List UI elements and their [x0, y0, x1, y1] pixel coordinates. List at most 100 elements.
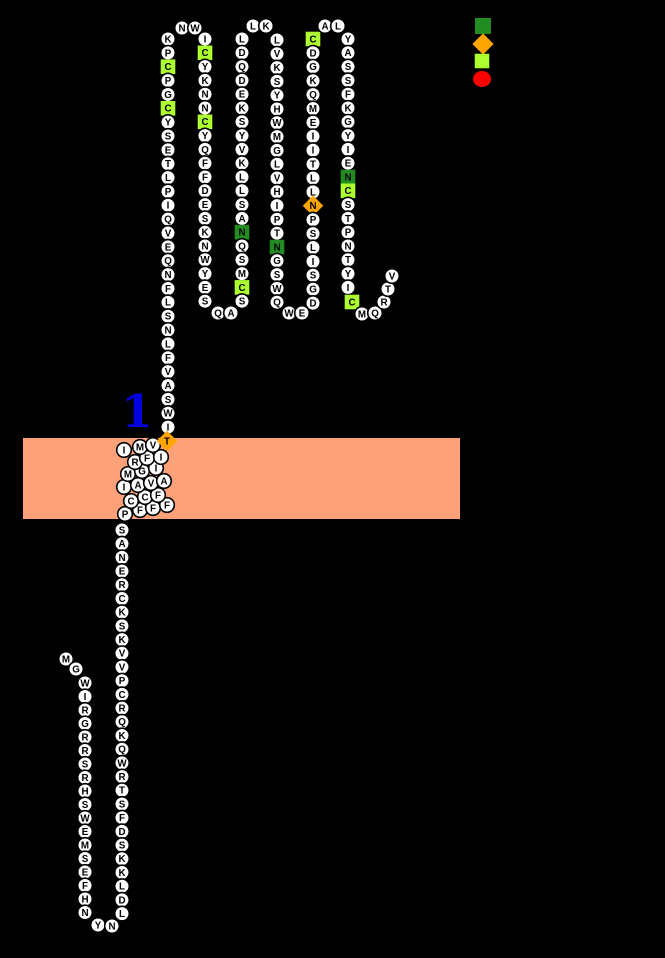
residue: T [339, 251, 357, 268]
membrane-band [21, 436, 462, 521]
residue: N [269, 239, 285, 255]
residue-letter: S [345, 200, 352, 211]
residue: V [268, 45, 286, 62]
residue: E [76, 863, 94, 881]
residue: R [76, 728, 94, 746]
residue: G [268, 142, 286, 159]
residue: L [159, 335, 177, 353]
residue-letter: P [119, 676, 126, 687]
residue: F [159, 349, 177, 366]
residue: L [304, 169, 322, 187]
residue-letter: M [81, 840, 89, 851]
residue-letter: C [348, 297, 355, 308]
residue: A [233, 210, 251, 227]
residue: C [113, 590, 131, 607]
residue-letter: F [155, 490, 161, 501]
residue-letter: Y [345, 131, 352, 142]
residue-letter: T [119, 786, 125, 797]
residue: S [304, 267, 322, 284]
residue-letter: F [144, 453, 150, 464]
residue-circle [113, 905, 131, 922]
residue: S [196, 293, 214, 310]
residue-letter: A [238, 214, 245, 225]
residue: I [76, 688, 94, 705]
residue-square-light-green [344, 294, 360, 310]
residue: W [113, 754, 131, 772]
residue: N [339, 237, 357, 255]
residue-letter: W [272, 284, 282, 295]
residue-letter: A [160, 476, 167, 487]
residue-letter: Y [274, 91, 281, 102]
residue: F [113, 809, 131, 826]
residue: L [268, 31, 286, 49]
residue: D [113, 891, 131, 909]
residue-letter: A [227, 308, 234, 319]
residue: A [222, 304, 240, 322]
residue-circle [149, 486, 167, 504]
residue-letter: T [274, 229, 280, 240]
residue-letter: R [118, 704, 125, 715]
residue-square-light-green [340, 183, 356, 199]
residue: K [304, 72, 322, 89]
residue-letter: L [310, 187, 316, 198]
residue-circle [233, 293, 251, 310]
residue-letter: N [164, 325, 171, 336]
residue: M [233, 265, 251, 282]
residue: H [268, 100, 286, 118]
residue: V [268, 169, 286, 187]
residue-letter: W [163, 409, 173, 420]
residue-letter: Y [95, 920, 102, 931]
residue-letter: E [119, 567, 126, 578]
residue-letter: W [284, 308, 294, 319]
residue-letter: A [118, 539, 125, 550]
residue-letter: L [310, 243, 316, 254]
residue-square-light-green [197, 45, 213, 61]
residue: V [113, 645, 131, 662]
residue: S [159, 308, 177, 325]
residue-letter: M [309, 104, 317, 115]
residue: I [339, 279, 357, 296]
residue-circle [304, 295, 322, 312]
residue-letter: E [82, 827, 89, 838]
residue: V [159, 363, 177, 380]
residue-letter: I [347, 283, 350, 294]
residue-letter: D [309, 48, 316, 59]
residue-letter: L [274, 160, 280, 171]
residue-letter: I [312, 146, 315, 157]
residue: Y [196, 127, 214, 144]
residue: E [196, 196, 214, 213]
residue: S [76, 796, 94, 813]
residue-letter: L [310, 173, 316, 184]
residue-letter: Y [202, 131, 209, 142]
residue-letter: N [81, 908, 88, 919]
residue-letter: G [344, 117, 352, 128]
residue-letter: I [312, 132, 315, 143]
residue-letter: S [274, 270, 281, 281]
residue: K [257, 17, 275, 35]
residue-letter: V [119, 662, 126, 673]
residue-letter: L [250, 21, 256, 32]
residue: K [339, 99, 357, 117]
residue: K [196, 72, 214, 89]
residue-letter: P [165, 187, 172, 198]
residue-letter: C [164, 104, 171, 115]
residue-letter: S [202, 297, 209, 308]
legend [472, 18, 494, 87]
residue-letter: W [272, 118, 282, 129]
residue-letter: M [238, 269, 246, 280]
residue: E [76, 823, 94, 840]
residue-letter: P [310, 215, 317, 226]
residue-letter: C [238, 283, 245, 294]
residue-letter: R [131, 457, 138, 468]
residue: E [196, 279, 214, 296]
residue-letter: S [165, 312, 172, 323]
residue-letter: G [164, 90, 172, 101]
residue-letter: H [273, 104, 280, 115]
residue-letter: N [344, 241, 351, 252]
residue-letter: K [118, 854, 125, 865]
residue-letter: V [148, 478, 155, 489]
residue-square-light-green [305, 31, 321, 47]
residue: C [305, 31, 321, 47]
residue: V [113, 658, 131, 676]
